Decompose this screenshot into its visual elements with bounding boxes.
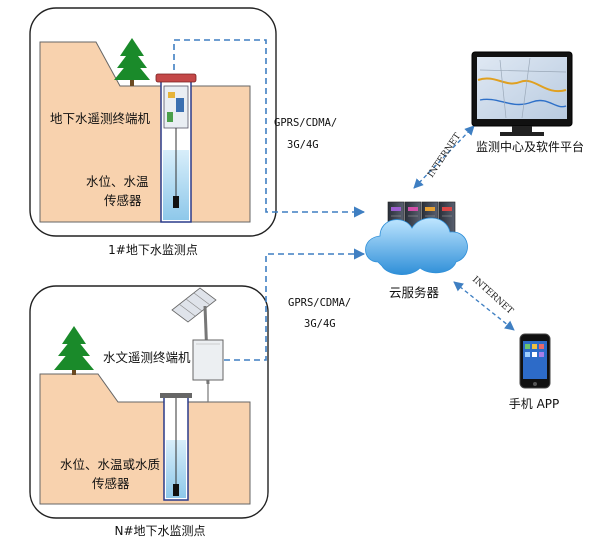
cloud-server-label: 云服务器 — [389, 285, 440, 300]
ground-terrain-1 — [39, 41, 251, 223]
monitor-icon — [471, 51, 573, 136]
wireless-link-n — [224, 248, 366, 361]
link-label-bottom-line1: GPRS/CDMA/ — [288, 297, 351, 309]
internet-link-phone — [453, 281, 515, 331]
station-1-caption: 1#地下水监测点 — [108, 243, 198, 257]
telemetry-terminal-box-n — [192, 339, 224, 381]
tree-icon — [54, 326, 94, 375]
station-n-panel: 水文遥测终端机 水位、水温或水质 传感器 — [29, 285, 269, 519]
sensor-label-n-line1: 水位、水温或水质 — [60, 457, 160, 472]
sensor-label-1-line2: 传感器 — [104, 193, 142, 208]
monitor-center-label: 监测中心及软件平台 — [476, 139, 584, 154]
terminal-label-n: 水文遥测终端机 — [103, 350, 191, 365]
wireless-link-1 — [173, 39, 366, 218]
internet-link-monitor — [413, 125, 475, 189]
sensor-label-1-line1: 水位、水温 — [86, 174, 149, 189]
link-label-top-line2: 3G/4G — [287, 139, 319, 151]
sensor-probe-n — [173, 484, 179, 496]
station-n-caption: N#地下水监测点 — [114, 524, 205, 538]
groundwater-well-1 — [155, 73, 197, 223]
internet-label-top: INTERNET — [426, 132, 463, 180]
phone-icon — [519, 333, 551, 389]
ground-terrain-n — [39, 373, 251, 505]
internet-label-bottom: INTERNET — [470, 275, 515, 317]
terminal-label-1: 地下水遥测终端机 — [50, 111, 151, 126]
station-1-panel: 地下水遥测终端机 水位、水温 传感器 — [29, 7, 277, 237]
link-label-bottom-line2: 3G/4G — [304, 318, 336, 330]
link-label-top-line1: GPRS/CDMA/ — [274, 117, 337, 129]
phone-app-label: 手机 APP — [509, 397, 560, 411]
cloud-server-icon — [365, 201, 468, 275]
sensor-label-n-line2: 传感器 — [92, 476, 130, 491]
tree-icon — [114, 38, 150, 86]
sensor-probe-1 — [173, 196, 179, 208]
groundwater-well-n — [160, 393, 192, 501]
